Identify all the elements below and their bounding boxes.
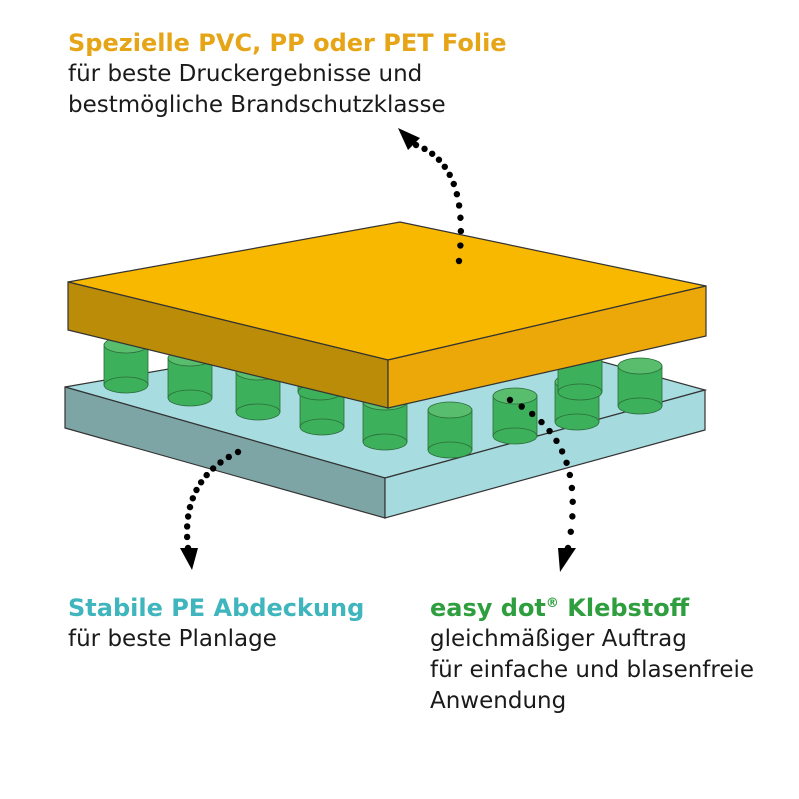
arrow-dot	[506, 396, 514, 404]
arrow-dot	[193, 486, 200, 494]
arrow-dot	[569, 498, 576, 505]
registered-mark: ®	[545, 596, 559, 611]
arrow-dot	[568, 484, 576, 492]
arrow-dot	[183, 523, 191, 530]
arrow-dot	[457, 227, 465, 235]
liner-label: Stabile PE Abdeckung für beste Planlage	[68, 593, 364, 655]
arrow-dot	[450, 180, 457, 188]
arrow-dot	[217, 459, 224, 466]
arrow-dot	[435, 156, 443, 163]
arrow-dot	[428, 150, 436, 157]
dotted-arrows	[180, 128, 576, 572]
arrow-dot	[566, 471, 574, 479]
arrow-dot	[455, 257, 463, 265]
arrow-dot	[553, 437, 560, 445]
film-arrow	[398, 128, 465, 265]
adhesive-dot	[427, 401, 473, 459]
arrow-dot	[457, 214, 464, 221]
liner-arrow	[180, 448, 242, 570]
arrow-dot	[183, 533, 191, 541]
arrow-dot	[189, 495, 196, 502]
adhesive-arrow	[506, 396, 576, 572]
arrow-dot	[558, 448, 566, 455]
film-line-2: bestmögliche Brandschutzklasse	[68, 92, 446, 118]
arrow-dot	[455, 202, 463, 209]
arrow-dot	[184, 513, 192, 520]
liner-line-1: für beste Planlage	[68, 626, 277, 652]
film-heading: Spezielle PVC, PP oder PET Folie	[68, 29, 507, 57]
arrow-head	[558, 548, 576, 572]
arrow-dot	[453, 190, 461, 198]
arrow-dot	[186, 503, 194, 511]
film-right-face	[387, 285, 707, 409]
arrow-head	[398, 128, 420, 150]
adhesive-line-1: gleichmäßiger Auftrag	[430, 626, 687, 652]
arrow-dot	[567, 528, 574, 535]
adhesive-heading-post: Klebstoff	[558, 594, 690, 622]
film-line-1: für beste Druckergebnisse und	[68, 61, 423, 87]
arrow-dot	[197, 479, 205, 486]
adhesive-dot	[492, 387, 538, 445]
arrow-dot	[529, 410, 536, 418]
arrow-dot	[546, 427, 553, 435]
arrow-dot	[569, 513, 576, 520]
arrow-dot	[421, 145, 428, 153]
adhesive-heading: easy dot® Klebstoff	[430, 593, 754, 624]
adhesive-label: easy dot® Klebstoff gleichmäßiger Auftra…	[430, 593, 754, 717]
arrow-dot	[225, 453, 232, 461]
arrow-head	[180, 548, 198, 570]
arrow-dot	[518, 403, 525, 410]
film-label: Spezielle PVC, PP oder PET Folie für bes…	[68, 28, 507, 121]
arrow-dot	[209, 465, 217, 472]
arrow-dot	[203, 471, 210, 479]
adhesive-line-3: Anwendung	[430, 688, 567, 714]
arrow-dot	[234, 448, 242, 456]
arrow-dot	[563, 459, 570, 466]
adhesive-line-2: für einfache und blasenfreie	[430, 657, 755, 683]
liner-heading: Stabile PE Abdeckung	[68, 594, 365, 622]
adhesive-dot	[617, 357, 663, 415]
film-layer	[67, 221, 707, 409]
adhesive-heading-pre: easy dot	[430, 594, 546, 622]
arrow-dot	[457, 242, 464, 249]
arrow-dot	[446, 171, 453, 179]
arrow-dot	[441, 163, 448, 170]
arrow-dot	[538, 418, 545, 426]
